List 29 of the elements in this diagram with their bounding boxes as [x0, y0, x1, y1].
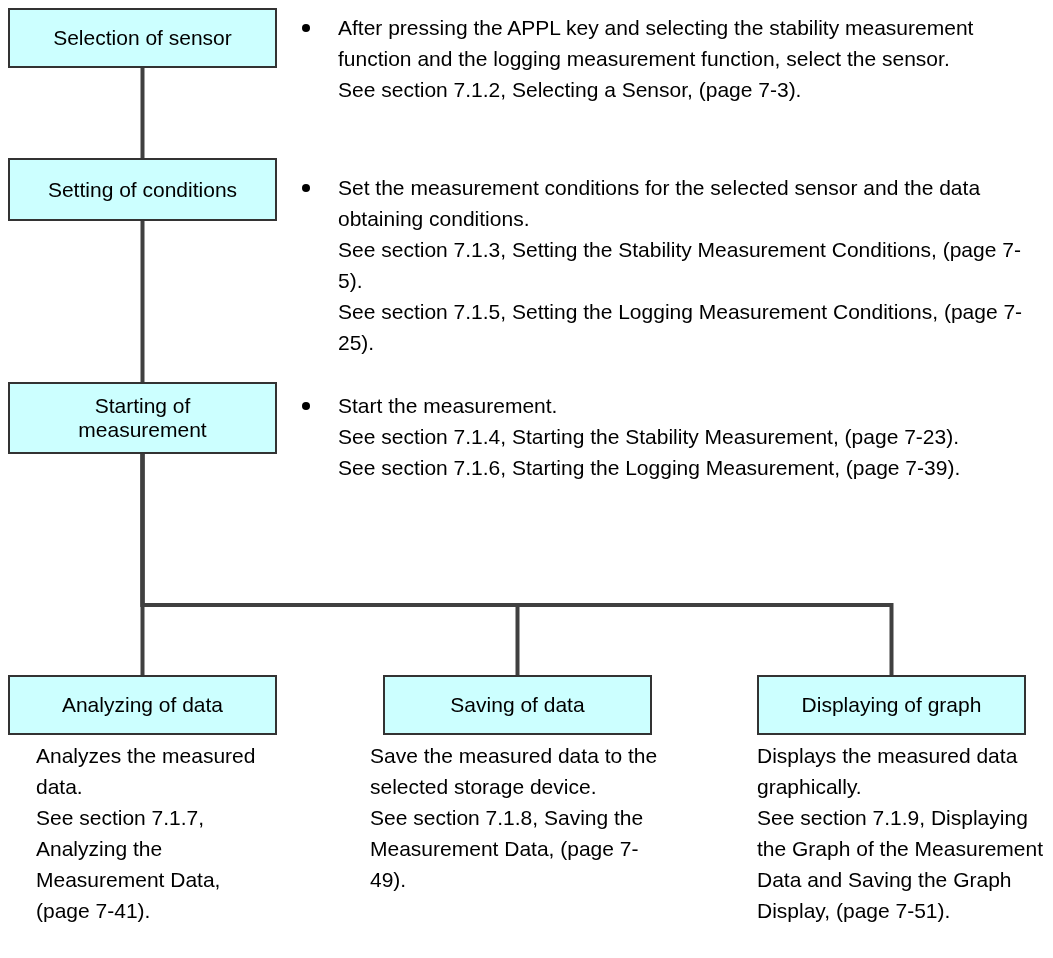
step-box	[8, 675, 277, 735]
connector-line	[140, 221, 145, 382]
connector-line	[140, 68, 145, 158]
step-label: Setting of conditions	[47, 177, 238, 202]
description-text: See section 7.1.8, Saving the Measurement Data, (page 7-49).	[370, 805, 645, 893]
step-box	[8, 8, 277, 68]
description-text: See section 7.1.5, Setting the Logging Measurement Conditions, (page 7-25).	[338, 299, 1024, 356]
description-text: Save the measured data to the selected storage device.	[370, 743, 659, 800]
step-label: Analyzing of data	[61, 693, 224, 717]
description-text: See section 7.1.4, Starting the Stability Measurement, (page 7-23).	[338, 424, 960, 450]
step-box	[757, 675, 1026, 735]
step-box	[8, 382, 277, 454]
description-text: Displays the measured data graphically.	[757, 743, 1019, 800]
description-text: See section 7.1.2, Selecting a Sensor, (page 7-3).	[338, 77, 803, 103]
description-text: See section 7.1.3, Setting the Stability Measurement Conditions, (page 7-5).	[338, 237, 1022, 294]
step-label: Saving of data	[450, 693, 585, 717]
description-text: Start the measurement.	[338, 393, 559, 419]
step-box	[383, 675, 652, 735]
description-text: See section 7.1.6, Starting the Logging Measurement, (page 7-39).	[338, 455, 962, 481]
connector-line	[140, 454, 894, 675]
description-text: After pressing the APPL key and selecting the stability measurement function and the logging measurement function, select the sensor.	[338, 15, 975, 72]
description-text: Set the measurement conditions for the selected sensor and the data obtaining conditions.	[338, 175, 982, 232]
step-label: Starting of measurement	[77, 394, 208, 442]
description-text: See section 7.1.7, Analyzing the Measurement Data, (page 7-41).	[36, 805, 222, 924]
description-text: See section 7.1.9, Displaying the Graph of the Measurement Data and Saving the Graph Display, (page 7-51).	[757, 805, 1044, 924]
step-label: Displaying of graph	[801, 693, 982, 717]
step-label: Selection of sensor	[53, 26, 232, 50]
step-box	[8, 158, 277, 221]
description-text: Analyzes the measured data.	[36, 743, 257, 800]
